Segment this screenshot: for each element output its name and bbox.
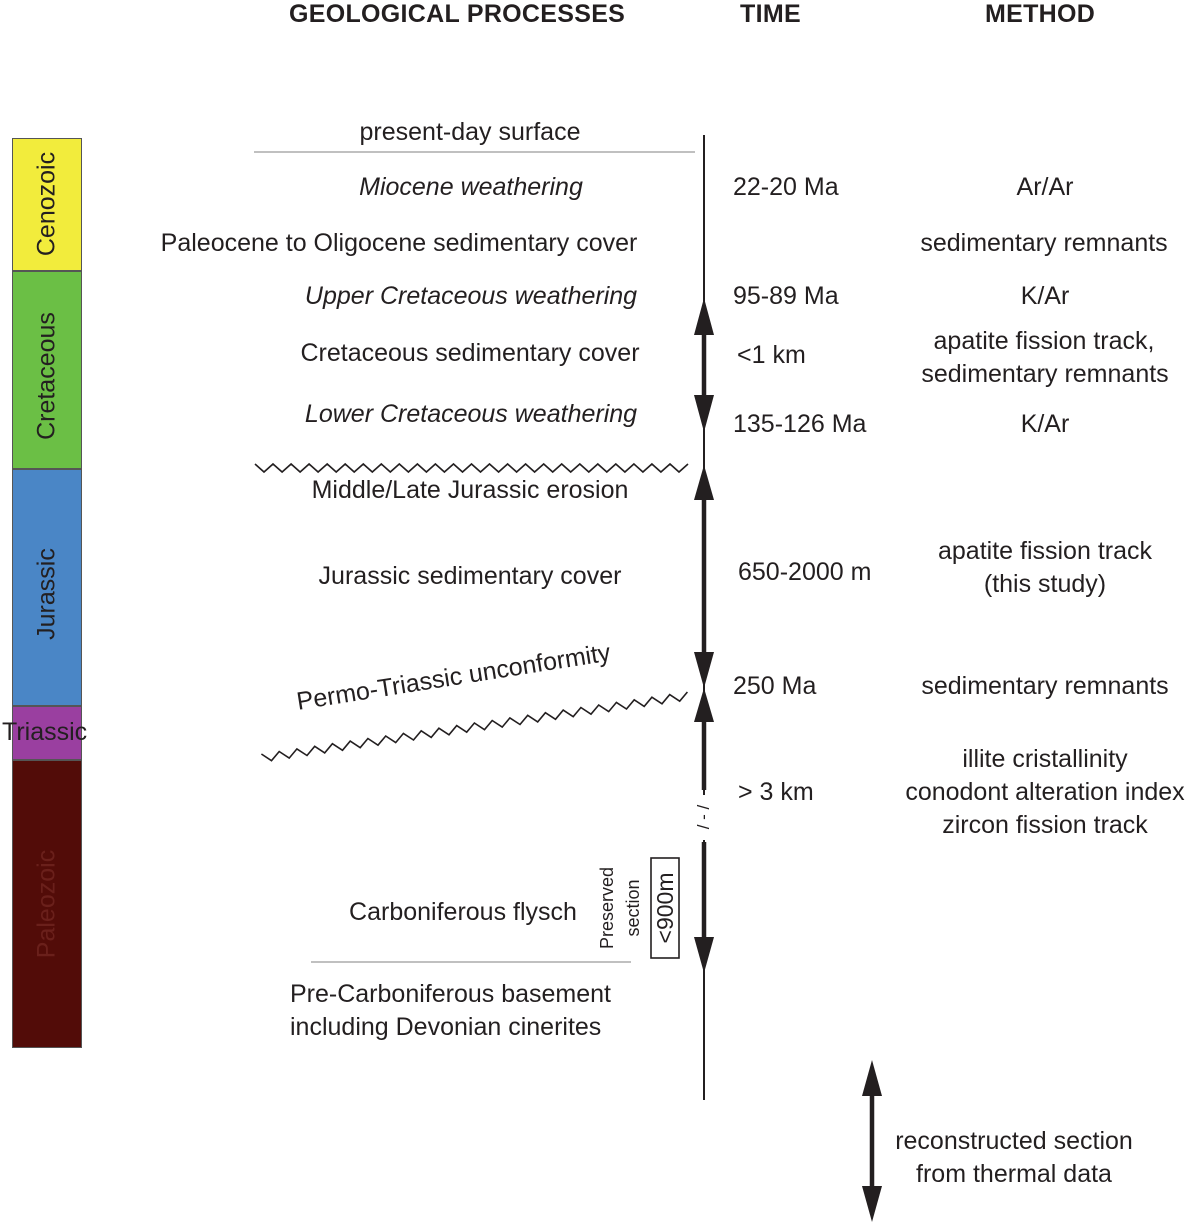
- jurassic-erosion-zigzag: [254, 462, 689, 474]
- cretaceous-arrow-down-head: [694, 395, 714, 432]
- time-lower-cretaceous: 135-126 Ma: [733, 410, 867, 438]
- era-jurassic: [12, 469, 82, 706]
- time-unconformity: 250 Ma: [733, 672, 817, 700]
- time-miocene: 22-20 Ma: [733, 173, 839, 201]
- legend-arrow-up-head: [862, 1060, 882, 1096]
- method-paleozoic-line1: illite cristallinity: [962, 745, 1128, 773]
- method-unconformity: sedimentary remnants: [921, 672, 1169, 700]
- cretaceous-arrow-up-head: [694, 298, 714, 335]
- time-upper-cretaceous: 95-89 Ma: [733, 282, 839, 310]
- method-upper-cretaceous: K/Ar: [1020, 282, 1070, 310]
- legend-arrow-down-head: [862, 1186, 882, 1222]
- legend-line1: reconstructed section: [895, 1127, 1133, 1155]
- jurassic-arrow-up-head: [694, 465, 714, 500]
- process-upper-cretaceous-weathering: Upper Cretaceous weathering: [304, 282, 638, 310]
- preserved-label-line2: section: [623, 879, 643, 937]
- process-jurassic-cover: Jurassic sedimentary cover: [318, 562, 622, 590]
- time-jurassic-cover: 650-2000 m: [738, 558, 872, 586]
- process-lower-cretaceous-weathering: Lower Cretaceous weathering: [304, 400, 638, 428]
- process-jurassic-erosion: Middle/Late Jurassic erosion: [311, 476, 629, 504]
- time-cretaceous-cover: <1 km: [737, 341, 806, 369]
- jurassic-arrow-down-head: [694, 652, 714, 688]
- paleozoic-arrow-up-head: [694, 688, 714, 722]
- process-miocene-weathering: Miocene weathering: [359, 173, 583, 201]
- era-label-triassic: Triassic: [2, 718, 88, 746]
- method-cretaceous-line1: apatite fission track,: [933, 327, 1155, 355]
- method-miocene: Ar/Ar: [1016, 173, 1074, 201]
- header-geological-processes: GEOLOGICAL PROCESSES: [289, 0, 626, 28]
- method-paleocene: sedimentary remnants: [920, 229, 1168, 257]
- preserved-section-box: [650, 857, 680, 959]
- process-basement-line2: including Devonian cinerites: [290, 1013, 602, 1041]
- axis-break-mark: / - /: [694, 804, 713, 830]
- header-time: TIME: [740, 0, 801, 28]
- era-cenozoic: [12, 138, 82, 271]
- method-jurassic-line2: (this study): [983, 570, 1107, 598]
- method-paleozoic-line3: zircon fission track: [942, 811, 1148, 839]
- era-cretaceous: [12, 271, 82, 469]
- process-surface: present-day surface: [359, 118, 581, 146]
- preserved-section-value: <900m: [652, 872, 678, 944]
- method-lower-cretaceous: K/Ar: [1020, 410, 1070, 438]
- process-carboniferous-flysch: Carboniferous flysch: [349, 898, 577, 926]
- time-paleozoic: > 3 km: [738, 778, 814, 806]
- process-cretaceous-cover: Cretaceous sedimentary cover: [300, 339, 640, 367]
- process-paleocene-cover: Paleocene to Oligocene sedimentary cover: [160, 229, 638, 257]
- unconformity-zigzag: [260, 691, 689, 762]
- method-paleozoic-line2: conodont alteration index: [905, 778, 1185, 806]
- method-cretaceous-line2: sedimentary remnants: [921, 360, 1169, 388]
- legend-line2: from thermal data: [916, 1160, 1112, 1188]
- process-basement-line1: Pre-Carboniferous basement: [290, 980, 611, 1008]
- era-paleozoic: [12, 760, 82, 1048]
- preserved-label-line1: Preserved: [597, 866, 617, 950]
- method-jurassic-line1: apatite fission track: [938, 537, 1152, 565]
- header-method: METHOD: [985, 0, 1096, 28]
- era-triassic: [12, 706, 82, 760]
- paleozoic-arrow-down-head: [694, 937, 714, 973]
